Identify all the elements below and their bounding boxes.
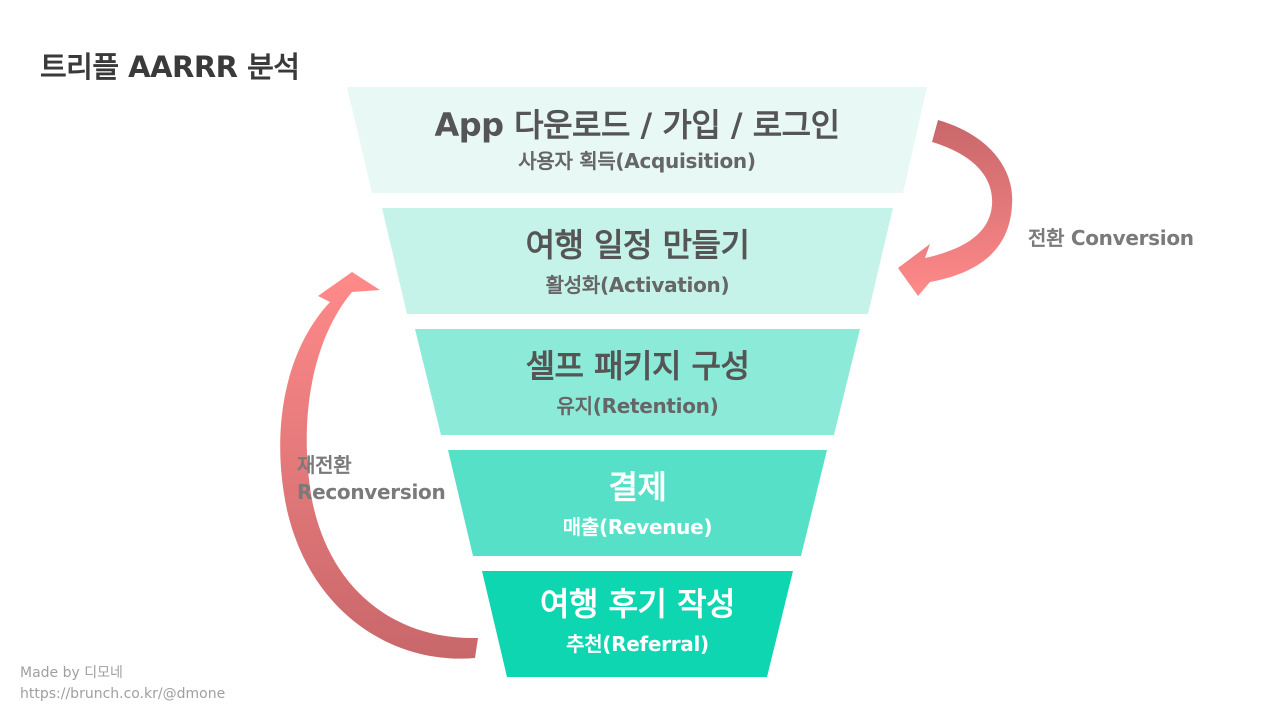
conversion-arrow: [898, 120, 1013, 296]
reconversion-label: 재전환 Reconversion: [297, 452, 446, 506]
credit-link[interactable]: https://brunch.co.kr/@dmone: [20, 686, 226, 702]
credit-author: Made by 디모네: [20, 665, 123, 681]
stage-subtitle: 사용자 획득(Acquisition): [518, 149, 756, 173]
funnel-stage-3-shape: [415, 329, 860, 435]
funnel-stage-5-shape: [482, 571, 793, 677]
funnel-stage-4-shape: [448, 450, 827, 556]
stage-subtitle: 유지(Retention): [556, 394, 719, 418]
stage-subtitle: 매출(Revenue): [562, 515, 713, 539]
funnel-stage-referral: 여행 후기 작성 추천(Referral): [482, 584, 793, 658]
credit-footer: Made by 디모네 https://brunch.co.kr/@dmone: [20, 663, 225, 705]
stage-title: 여행 일정 만들기: [525, 226, 750, 264]
conversion-label: 전환 Conversion: [1028, 226, 1194, 250]
funnel-stage-2-shape: [382, 208, 893, 314]
funnel-stage-acquisition: App 다운로드 / 가입 / 로그인 사용자 획득(Acquisition): [347, 105, 927, 175]
stage-title: 여행 후기 작성: [540, 585, 735, 623]
reconversion-label-line2: Reconversion: [297, 480, 446, 504]
stage-subtitle: 활성화(Activation): [545, 273, 730, 297]
stage-subtitle: 추천(Referral): [566, 632, 709, 656]
funnel-stage-activation: 여행 일정 만들기 활성화(Activation): [382, 225, 893, 299]
funnel-stage-revenue: 결제 매출(Revenue): [448, 467, 827, 541]
funnel-stage-retention: 셀프 패키지 구성 유지(Retention): [415, 346, 860, 420]
reconversion-arrow: [280, 272, 478, 659]
funnel-stage-1-shape: [347, 87, 927, 193]
reconversion-label-line1: 재전환: [297, 453, 352, 477]
stage-title: 셀프 패키지 구성: [525, 347, 750, 385]
page-title: 트리플 AARRR 분석: [40, 50, 300, 84]
stage-title: App 다운로드 / 가입 / 로그인: [434, 106, 840, 144]
stage-title: 결제: [608, 468, 667, 506]
